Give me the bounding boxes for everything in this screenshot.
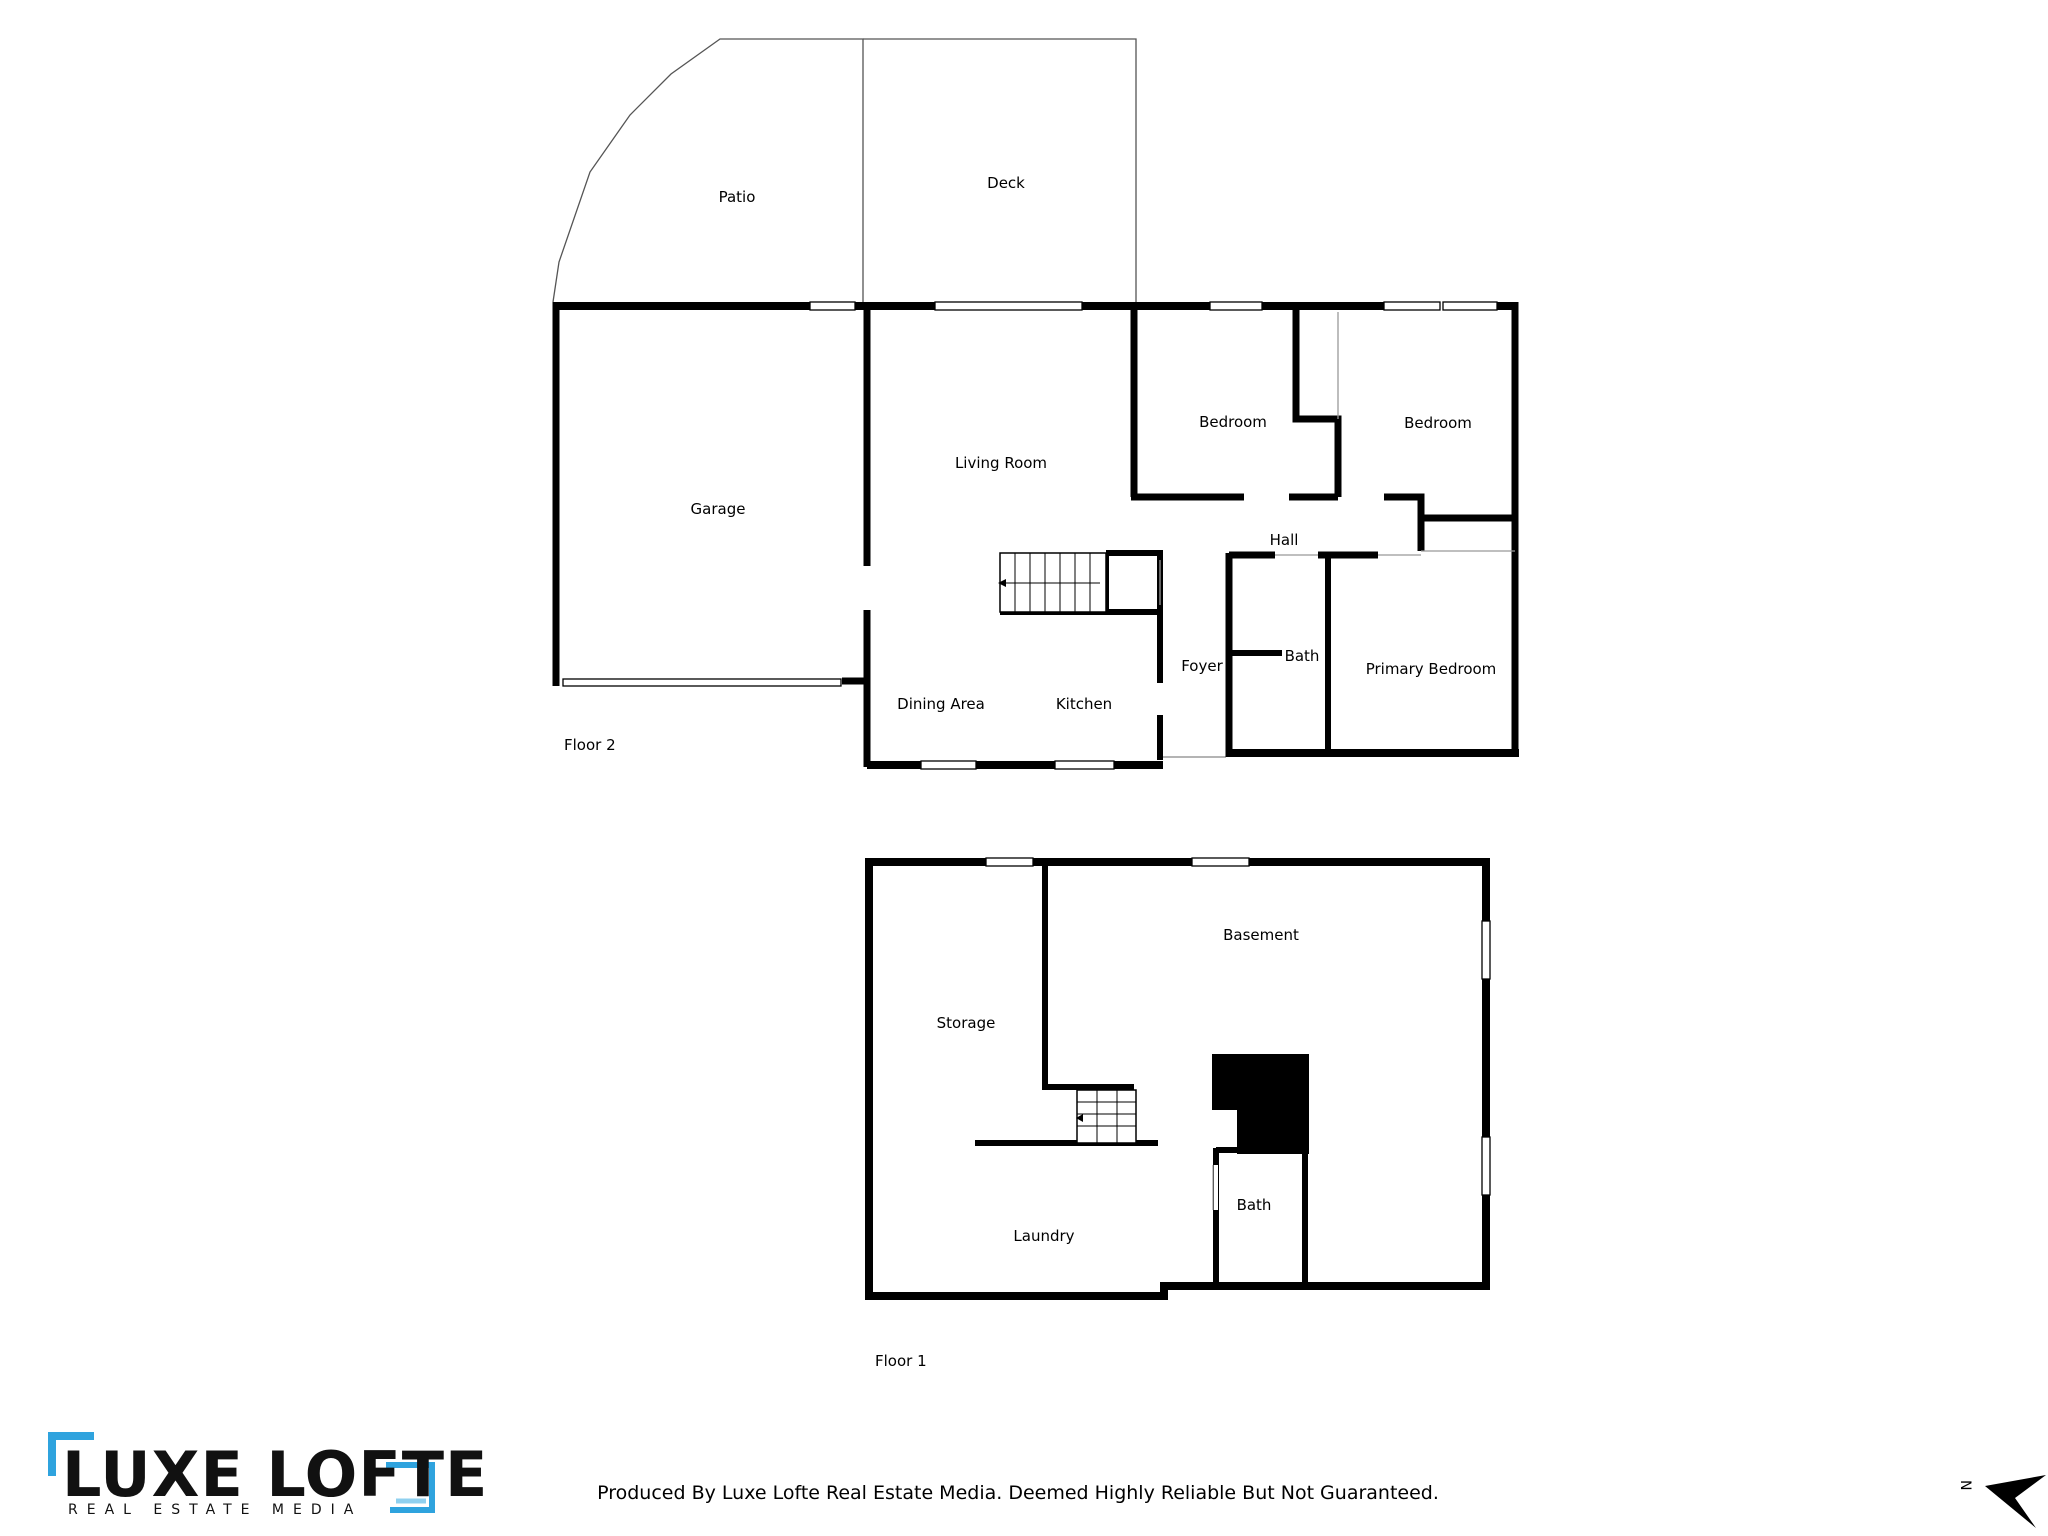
room-label-deck: Deck bbox=[987, 174, 1025, 192]
logo-wordmark: LUXE LOFTE bbox=[62, 1438, 488, 1511]
floor-2-plan bbox=[552, 38, 1519, 770]
floor-label-1: Floor 1 bbox=[875, 1352, 927, 1370]
room-label-foyer: Foyer bbox=[1181, 657, 1223, 675]
room-label-living-room: Living Room bbox=[955, 454, 1047, 472]
room-label-primary-bedroom: Primary Bedroom bbox=[1366, 660, 1497, 678]
floor-1-plan bbox=[865, 857, 1491, 1300]
room-label-laundry: Laundry bbox=[1013, 1227, 1074, 1245]
room-label-kitchen: Kitchen bbox=[1056, 695, 1112, 713]
north-compass: N bbox=[1957, 1475, 2046, 1528]
stairs-floor-1 bbox=[1076, 1089, 1137, 1144]
footer-credit: Produced By Luxe Lofte Real Estate Media… bbox=[597, 1482, 1439, 1504]
room-label-patio: Patio bbox=[719, 188, 756, 206]
room-label-storage: Storage bbox=[937, 1014, 996, 1032]
room-label-hall: Hall bbox=[1270, 531, 1299, 549]
room-label-bath-lower: Bath bbox=[1237, 1196, 1272, 1214]
room-label-bedroom-1: Bedroom bbox=[1199, 413, 1267, 431]
room-label-garage: Garage bbox=[691, 500, 746, 518]
room-label-bath-upper: Bath bbox=[1285, 647, 1320, 665]
room-labels: Patio Deck Garage Living Room Bedroom Be… bbox=[564, 174, 1496, 1370]
room-label-basement: Basement bbox=[1223, 926, 1299, 944]
logo-tagline: REAL ESTATE MEDIA bbox=[68, 1502, 362, 1518]
compass-north-label: N bbox=[1957, 1480, 1973, 1490]
room-label-bedroom-2: Bedroom bbox=[1404, 414, 1472, 432]
room-label-dining-area: Dining Area bbox=[897, 695, 985, 713]
stairs-floor-2 bbox=[998, 552, 1107, 613]
floor-label-2: Floor 2 bbox=[564, 736, 616, 754]
luxe-lofte-logo: LUXE LOFTE REAL ESTATE MEDIA bbox=[48, 1432, 488, 1518]
